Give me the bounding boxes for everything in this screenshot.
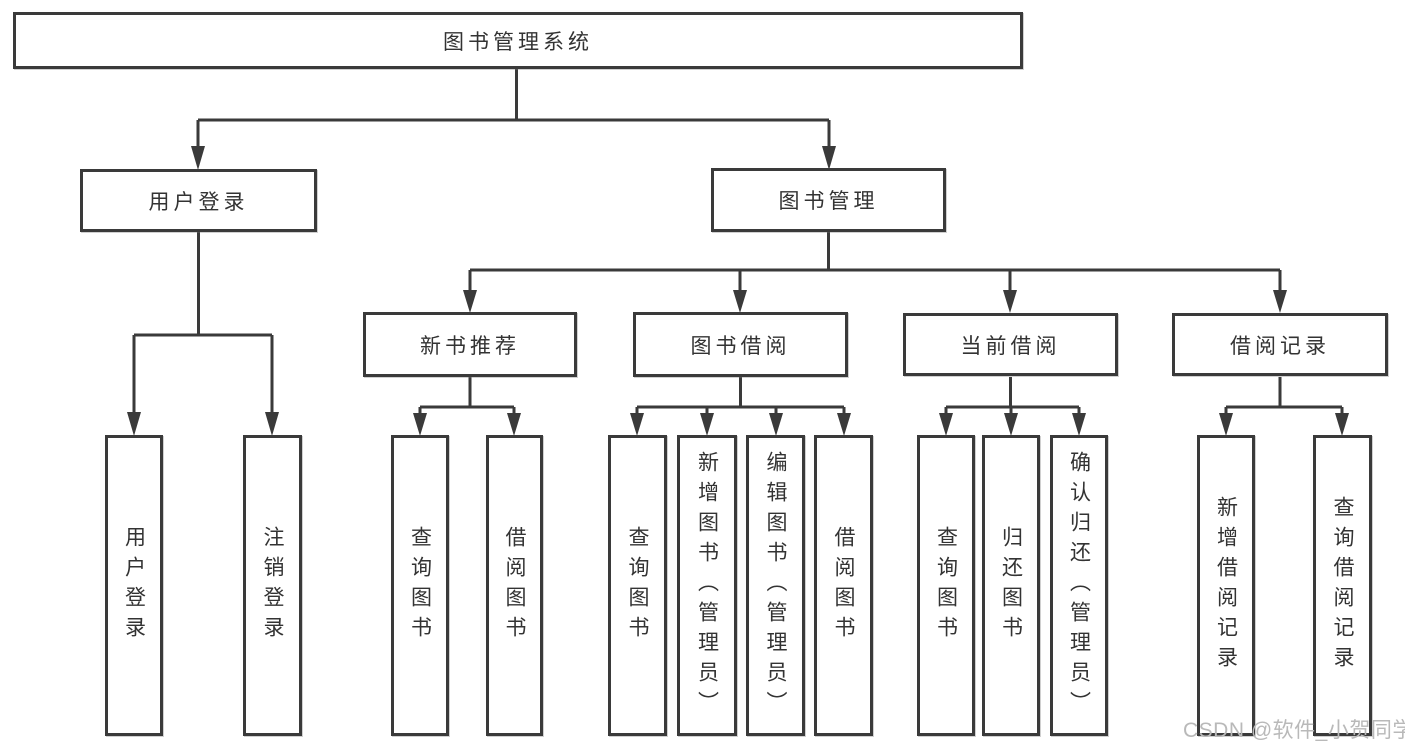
leaf-add-borrow-record: 新增借阅记录 xyxy=(1197,435,1255,736)
node-root: 图书管理系统 xyxy=(13,12,1023,69)
node-label: 用户登录 xyxy=(148,190,249,214)
leaf-logout: 注销登录 xyxy=(243,435,302,736)
node-root-label: 图书管理系统 xyxy=(443,30,593,54)
leaf-borrow-books: 借阅图书 xyxy=(814,435,873,736)
node-borrow-records: 借阅记录 xyxy=(1172,313,1388,376)
leaf-query-books-recommend: 查询图书 xyxy=(391,435,449,736)
arrowhead-icons xyxy=(127,146,1349,436)
node-label: 新书推荐 xyxy=(420,334,520,358)
leaf-label: 编辑图书（管理员） xyxy=(764,450,787,721)
leaf-label: 查询图书 xyxy=(934,525,958,646)
leaf-return-book: 归还图书 xyxy=(982,435,1040,736)
leaf-label: 归还图书 xyxy=(999,525,1023,646)
node-user-login: 用户登录 xyxy=(80,169,317,232)
leaf-label: 新增图书（管理员） xyxy=(695,450,719,721)
node-label: 图书管理 xyxy=(778,190,879,213)
leaf-label: 用户登录 xyxy=(122,525,146,646)
leaf-edit-book-admin: 编辑图书（管理员） xyxy=(746,435,805,736)
leaf-label: 新增借阅记录 xyxy=(1214,495,1238,676)
watermark: CSDN @软件_小贺同学 xyxy=(1183,719,1405,742)
node-new-book-recommend: 新书推荐 xyxy=(363,312,577,377)
leaf-user-login: 用户登录 xyxy=(105,435,163,736)
node-label: 当前借阅 xyxy=(960,334,1061,358)
leaf-query-books-borrow: 查询图书 xyxy=(608,435,667,736)
node-book-management: 图书管理 xyxy=(711,168,946,232)
leaf-query-borrow-record: 查询借阅记录 xyxy=(1313,435,1372,736)
node-label: 图书借阅 xyxy=(690,334,791,358)
leaf-query-books-current: 查询图书 xyxy=(917,435,975,736)
leaf-label: 确认归还（管理员） xyxy=(1067,450,1091,721)
node-label: 借阅记录 xyxy=(1230,334,1330,358)
leaf-borrow-books-recommend: 借阅图书 xyxy=(486,435,543,736)
node-current-borrow: 当前借阅 xyxy=(903,313,1118,376)
leaf-confirm-return-admin: 确认归还（管理员） xyxy=(1050,435,1108,736)
node-book-borrow: 图书借阅 xyxy=(633,312,848,377)
leaf-label: 借阅图书 xyxy=(832,525,855,646)
leaf-add-book-admin: 新增图书（管理员） xyxy=(677,435,737,736)
leaf-label: 查询图书 xyxy=(626,525,649,646)
leaf-label: 注销登录 xyxy=(261,525,284,646)
leaf-label: 借阅图书 xyxy=(503,525,526,646)
leaf-label: 查询图书 xyxy=(408,525,432,646)
leaf-label: 查询借阅记录 xyxy=(1331,495,1354,676)
